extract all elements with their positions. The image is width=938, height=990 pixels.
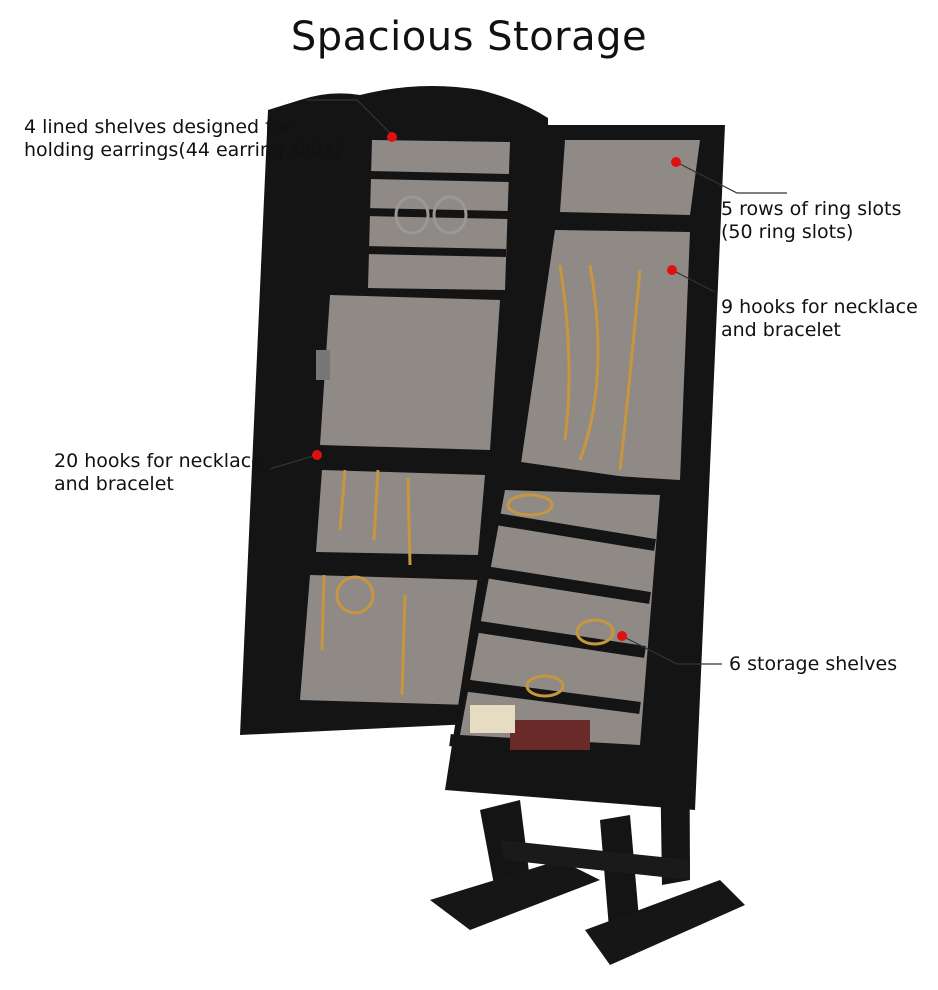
callout-hooks-right: 9 hooks for necklace and bracelet [721, 296, 918, 342]
leader-lines [269, 99, 787, 665]
bangle-roll-cream [470, 705, 515, 733]
callout-ring-slots-line2: (50 ring slots) [721, 221, 854, 243]
callout-ring-slots-line1: 5 rows of ring slots [721, 198, 902, 220]
page-title: Spacious Storage [290, 14, 648, 60]
callout-earring-shelves: 4 lined shelves designed for holding ear… [24, 116, 342, 162]
bangle-roll [510, 720, 590, 750]
marker-dots [312, 132, 681, 641]
marker-ring-slots [671, 157, 681, 167]
callout-earring-shelves-line2: holding earrings(44 earring slots) [24, 139, 342, 161]
marker-earring-shelves [387, 132, 397, 142]
callout-hooks-left: 20 hooks for necklace and bracelet [54, 450, 263, 496]
marker-hooks-left [312, 450, 322, 460]
right-cabinet [445, 125, 725, 810]
callout-storage-shelves-line1: 6 storage shelves [729, 653, 898, 675]
jewelry [320, 195, 642, 698]
callout-storage-shelves: 6 storage shelves [729, 653, 897, 676]
callout-hooks-right-line2: and bracelet [721, 319, 841, 341]
marker-storage-shelves [617, 631, 627, 641]
callout-earring-shelves-line1: 4 lined shelves designed for [24, 116, 292, 138]
callout-hooks-left-line2: and bracelet [54, 473, 174, 495]
left-door [240, 86, 555, 735]
marker-hooks-right [667, 265, 677, 275]
callout-ring-slots: 5 rows of ring slots (50 ring slots) [721, 198, 901, 244]
callout-hooks-right-line1: 9 hooks for necklace [721, 296, 918, 318]
callout-hooks-left-line1: 20 hooks for necklace [54, 450, 263, 472]
